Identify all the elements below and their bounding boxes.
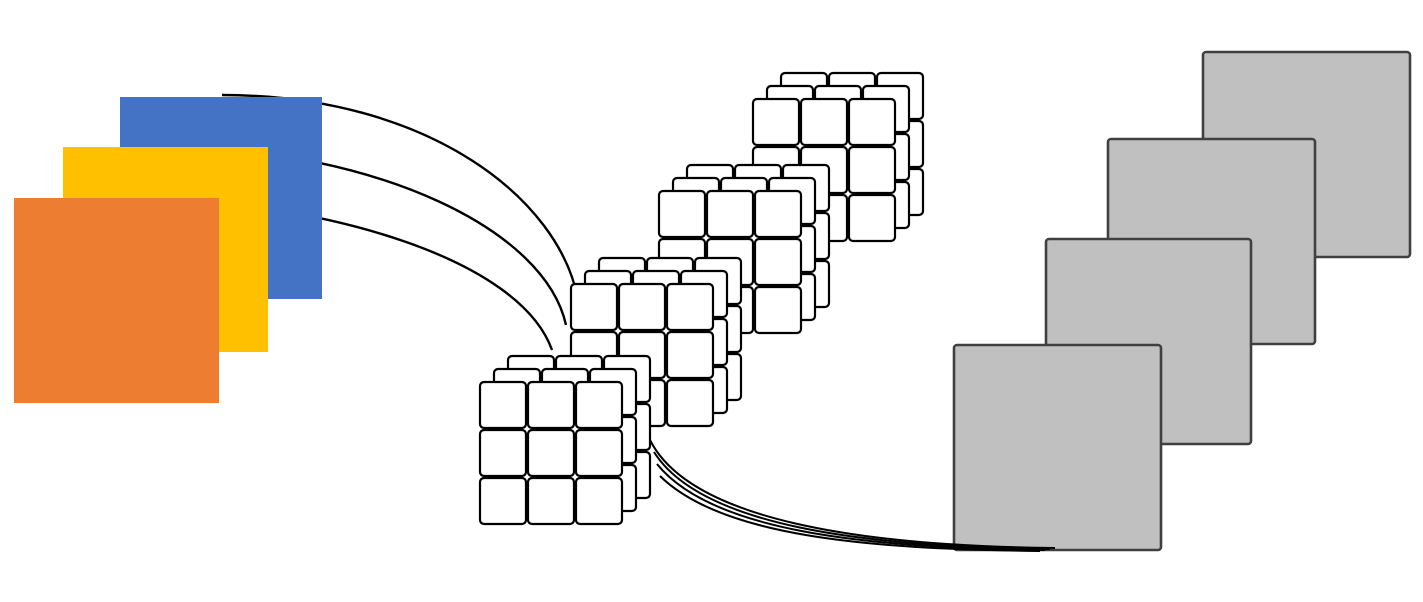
kernel-cell xyxy=(574,428,624,478)
kernel-cell xyxy=(665,282,715,332)
output-connection-line-2 xyxy=(653,451,1051,550)
kernel-cell xyxy=(526,476,576,526)
kernel-cell xyxy=(569,282,619,332)
output-connection-line-4 xyxy=(659,475,1041,552)
kernel-cell xyxy=(751,97,801,147)
kernel-cell xyxy=(665,378,715,428)
kernel-cell xyxy=(753,189,803,239)
kernel-cell xyxy=(526,428,576,478)
kernel-stack xyxy=(478,71,925,526)
kernel-cell xyxy=(617,282,667,332)
kernel-cell xyxy=(478,380,528,430)
kernel-cell xyxy=(847,193,897,243)
output-connection-curves xyxy=(649,439,1056,552)
kernel-cell xyxy=(478,476,528,526)
kernel-cell xyxy=(657,189,707,239)
input-channel-orange xyxy=(14,198,219,403)
output-connection-line-1 xyxy=(649,439,1056,549)
kernel-cell xyxy=(574,380,624,430)
kernel-cell xyxy=(665,330,715,380)
output-connection-line-3 xyxy=(656,463,1046,551)
input-channels xyxy=(14,97,322,403)
kernel-cell xyxy=(705,189,755,239)
kernel-cell xyxy=(526,380,576,430)
kernel-4 xyxy=(478,354,652,526)
kernel-cell xyxy=(753,285,803,335)
kernel-cell xyxy=(478,428,528,478)
output-feature-maps xyxy=(952,50,1412,552)
kernel-4-layer-1 xyxy=(478,380,624,526)
output-feature-map-4 xyxy=(952,343,1163,552)
kernel-cell xyxy=(847,145,897,195)
kernel-cell xyxy=(847,97,897,147)
kernel-cell xyxy=(753,237,803,287)
kernel-cell xyxy=(574,476,624,526)
kernel-cell xyxy=(799,97,849,147)
